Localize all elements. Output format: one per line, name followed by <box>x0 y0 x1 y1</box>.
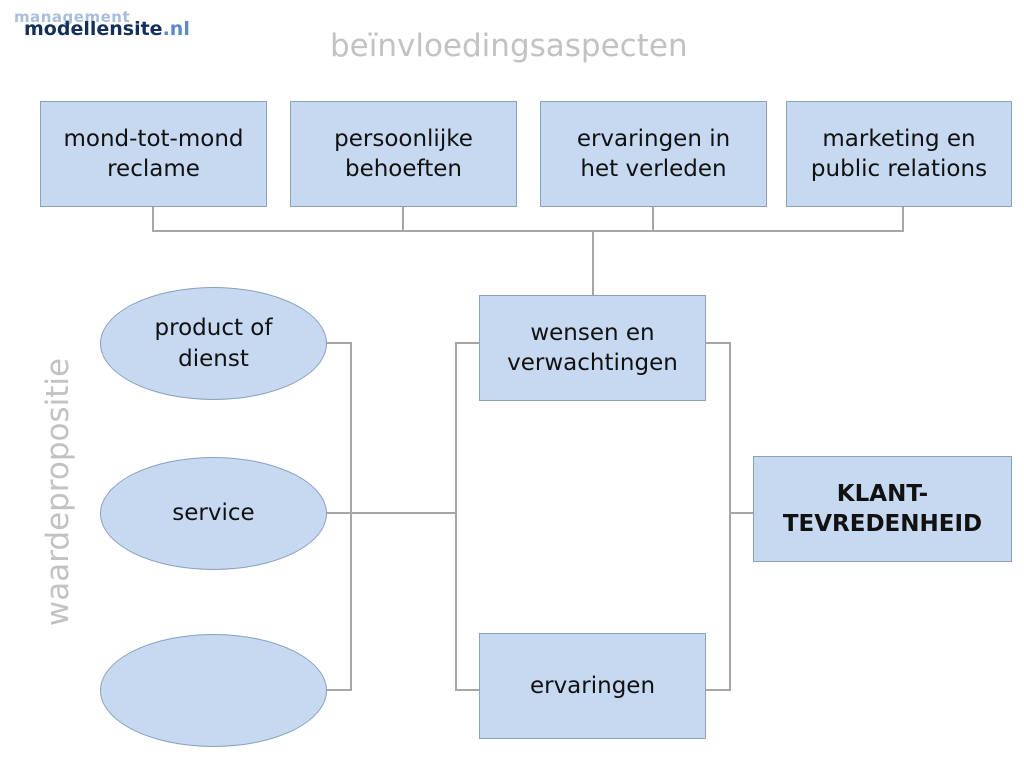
experiences-box: ervaringen <box>479 633 706 739</box>
customer-satisfaction-box: KLANT- TEVREDENHEID <box>753 456 1012 562</box>
value-ellipse-product: product of dienst <box>100 287 327 400</box>
value-ellipse-empty <box>100 634 327 747</box>
logo-tld: .nl <box>162 18 190 40</box>
expectations-box: wensen en verwachtingen <box>479 295 706 401</box>
center-left-bracket-line <box>455 342 480 691</box>
influence-box-marketing-pr: marketing en public relations <box>786 101 1012 207</box>
influence-box-personal-needs: persoonlijke behoeften <box>290 101 517 207</box>
top-bracket-line <box>152 207 904 232</box>
ellipse-bracket-line <box>326 342 352 691</box>
logo-small-text: management <box>14 8 131 26</box>
logo-main-text: modellensite.nl <box>24 18 190 40</box>
diagram-heading: beïnvloedingsaspecten <box>330 28 688 64</box>
logo-brand: modellensite <box>24 18 163 40</box>
influence-box-past-experiences: ervaringen in het verleden <box>540 101 767 207</box>
value-ellipse-service: service <box>100 457 327 570</box>
influence-box-word-of-mouth: mond-tot-mond reclame <box>40 101 267 207</box>
center-right-bracket-line <box>705 342 731 691</box>
logo: management modellensite.nl <box>14 8 214 42</box>
